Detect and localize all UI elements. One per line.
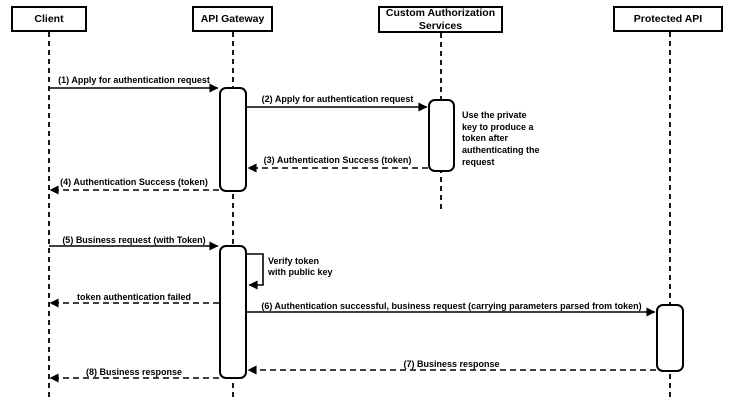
- message-label-4: (4) Authentication Success (token): [60, 177, 208, 187]
- actor-api-gateway-label: API Gateway: [200, 12, 265, 25]
- message-label-1: (1) Apply for authentication request: [58, 75, 210, 85]
- message-label-6: (6) Authentication successful, business …: [261, 301, 642, 311]
- arrow-self-message: [247, 253, 264, 290]
- activation-protected-api: [656, 304, 684, 372]
- actor-api-gateway: API Gateway: [192, 6, 273, 32]
- self-message-label: Verify token with public key: [268, 256, 333, 277]
- actor-protected-api-label: Protected API: [633, 12, 703, 25]
- message-label-5: (5) Business request (with Token): [62, 235, 206, 245]
- actor-custom-authorization-label: Custom Authorization Services: [385, 6, 496, 32]
- message-label-8: (8) Business response: [85, 367, 183, 377]
- message-label-2: (2) Apply for authentication request: [261, 94, 414, 104]
- message-label-7: (7) Business response: [403, 359, 500, 369]
- activation-api-gateway-2: [219, 245, 247, 379]
- activation-api-gateway-1: [219, 87, 247, 192]
- actor-protected-api: Protected API: [613, 6, 723, 32]
- note-private-key: Use the private key to produce a token a…: [462, 110, 540, 167]
- actor-client-label: Client: [34, 12, 64, 25]
- message-label-3: (3) Authentication Success (token): [263, 155, 412, 165]
- message-label-token-failed: token authentication failed: [76, 292, 191, 302]
- actor-client: Client: [11, 6, 87, 32]
- actor-custom-authorization: Custom Authorization Services: [378, 6, 503, 33]
- activation-custom-authorization: [428, 99, 455, 172]
